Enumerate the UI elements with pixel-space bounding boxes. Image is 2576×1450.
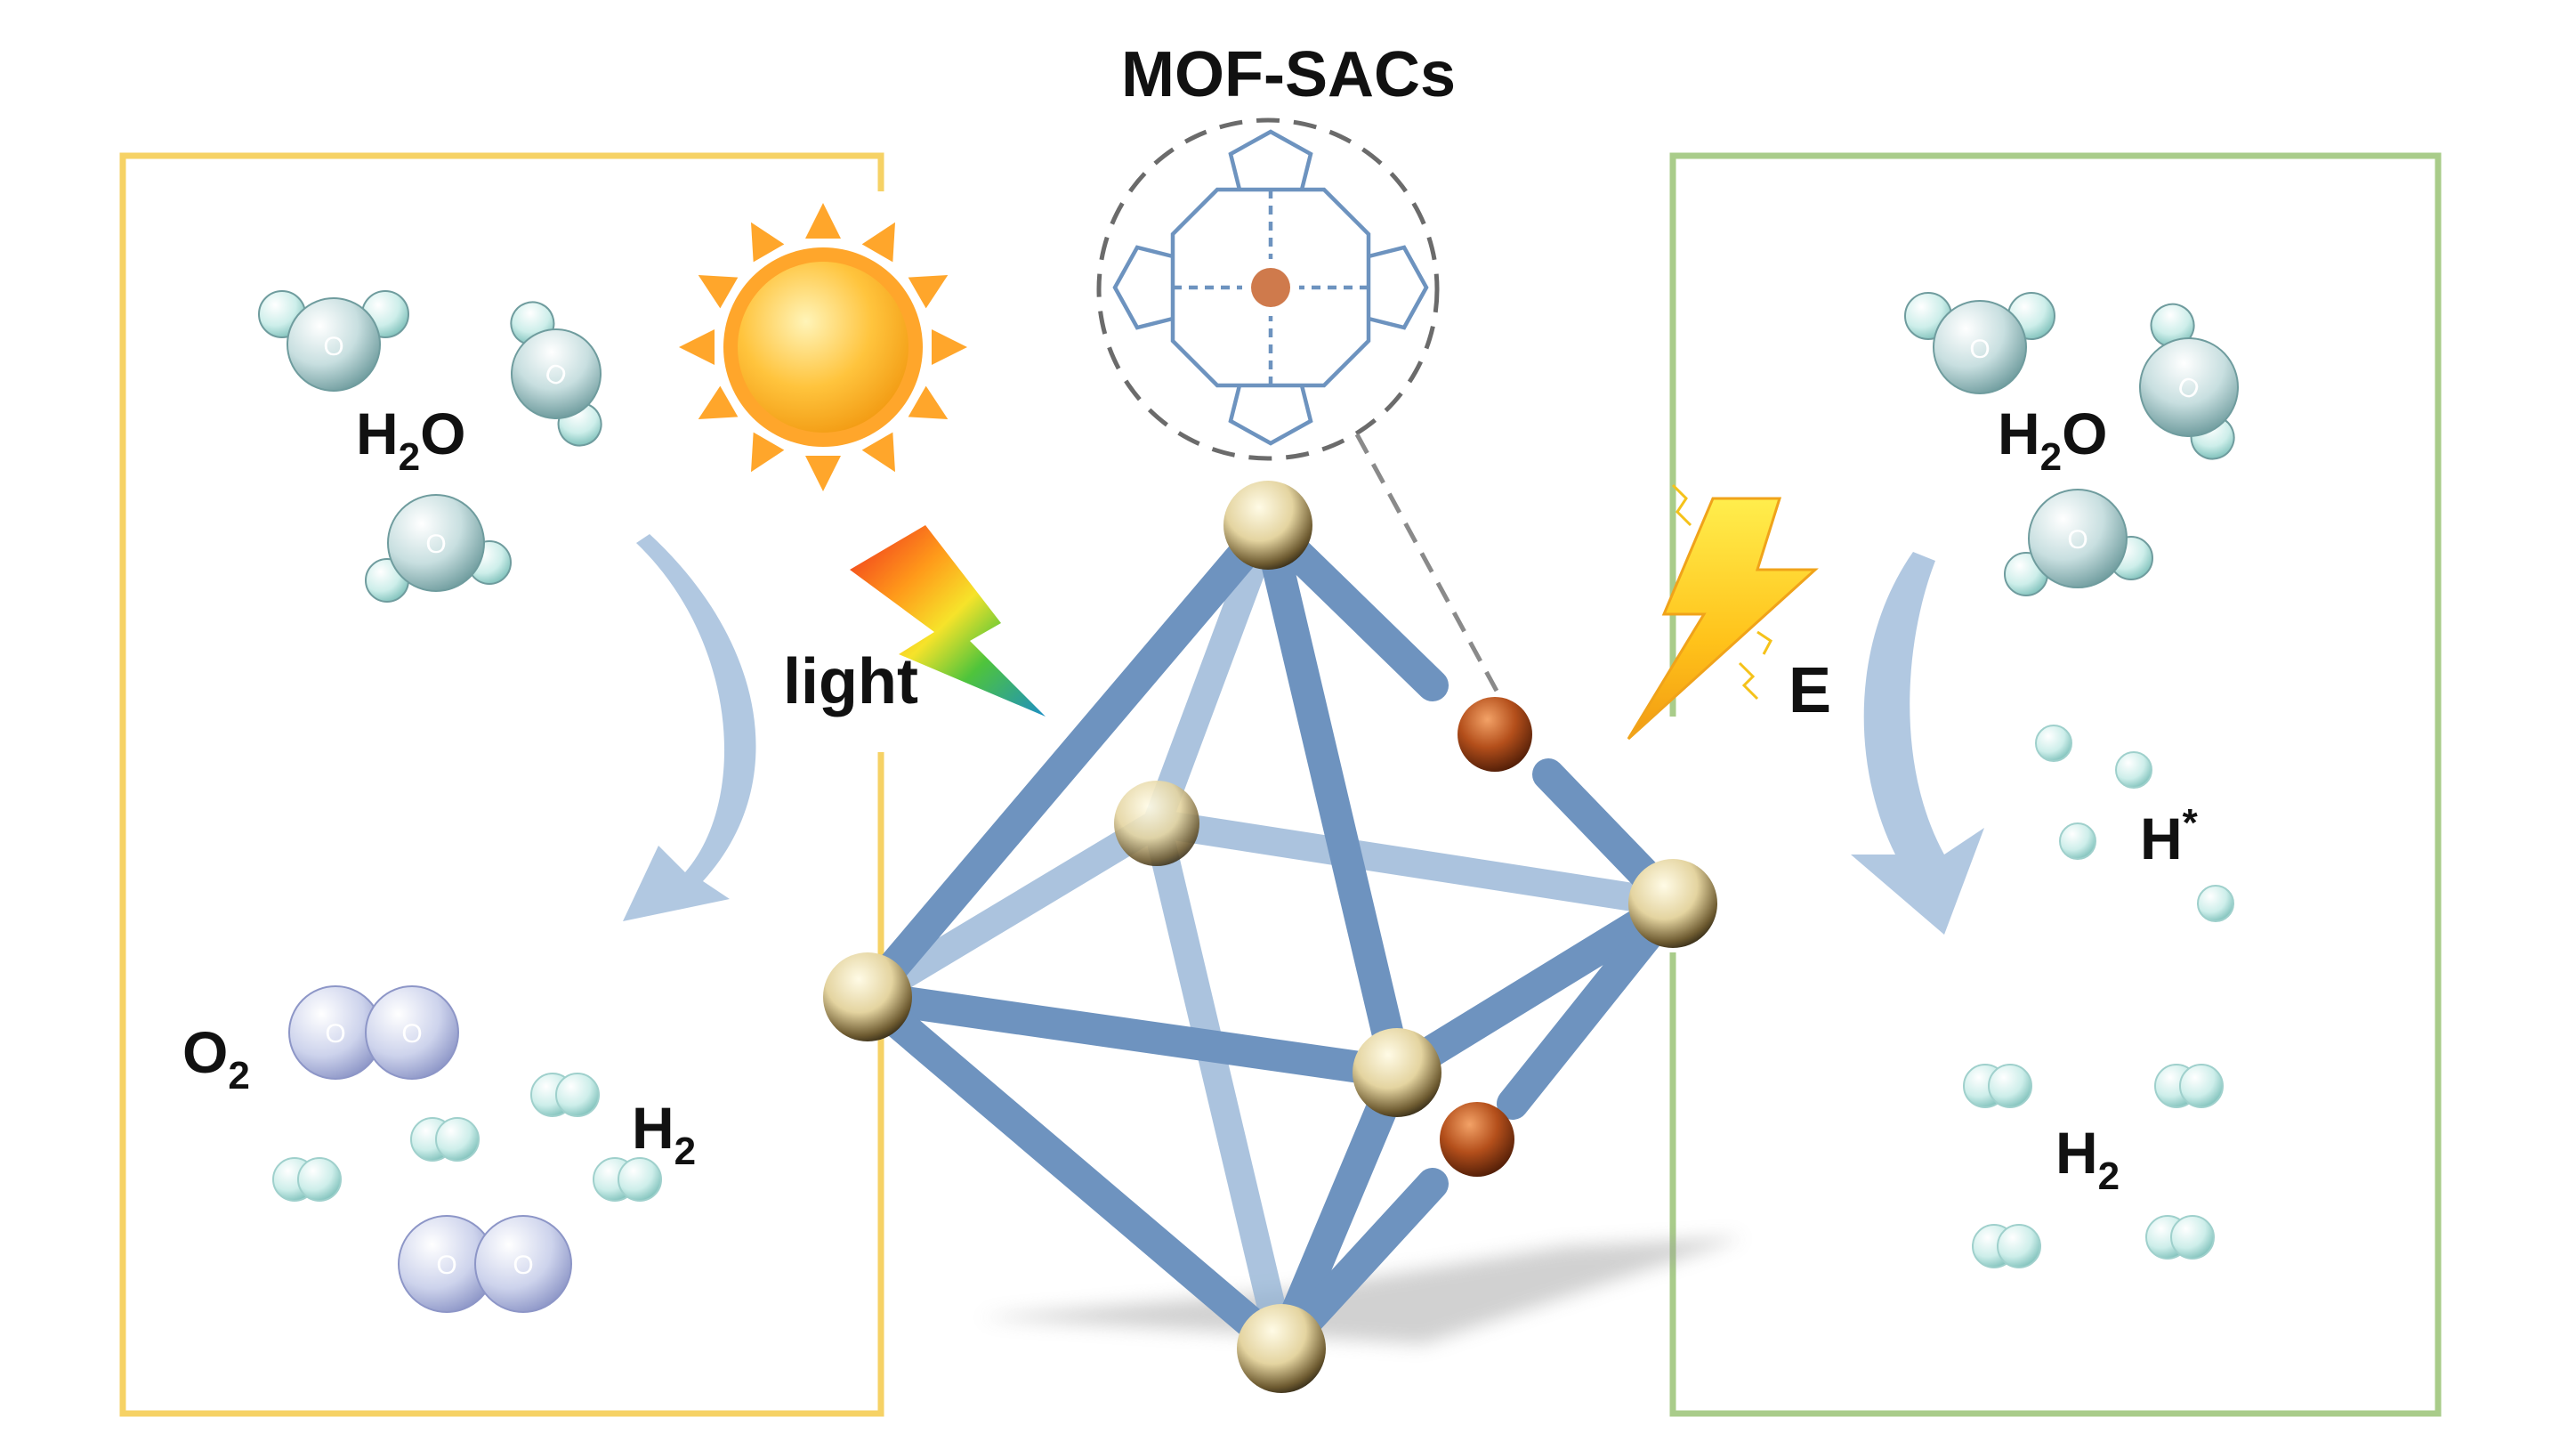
mof-octahedron — [823, 481, 1744, 1393]
electric-label: E — [1789, 655, 1831, 726]
hydrogen-molecule — [272, 1157, 342, 1202]
hydrogen-molecule — [2145, 1215, 2215, 1260]
rainbow-lightning-icon — [850, 525, 1046, 717]
atom-o-letter: O — [425, 530, 446, 559]
right-water-label: H2O — [1998, 401, 2108, 479]
water-molecule: O — [365, 494, 512, 603]
hydrogen-molecule — [410, 1117, 480, 1162]
hydrogen-molecule — [593, 1157, 662, 1202]
single-atom-site-zoom — [1096, 117, 1511, 714]
atom-o-letter: O — [513, 1251, 533, 1280]
hydrogen-molecule — [530, 1073, 600, 1117]
atom-o-letter: O — [323, 332, 343, 361]
oxygen-molecule: O O — [288, 985, 459, 1080]
left-water-label: H2O — [356, 401, 466, 479]
atom-o-letter: O — [325, 1019, 345, 1049]
hydrogen-atom — [2035, 725, 2072, 762]
oxygen-label: O2 — [182, 1019, 250, 1098]
right-hydrogen-label: H2 — [2055, 1120, 2120, 1198]
hydrogen-molecule — [2154, 1064, 2224, 1108]
left-hydrogen-label: H2 — [632, 1095, 696, 1173]
water-molecule: O — [2139, 303, 2239, 460]
adsorbed-hydrogen-label: H* — [2140, 801, 2199, 871]
hydrogen-molecule — [1972, 1224, 2041, 1268]
light-label: light — [783, 646, 918, 717]
sun-icon — [679, 203, 967, 491]
atom-o-letter: O — [436, 1251, 456, 1280]
title: MOF-SACs — [1121, 39, 1456, 110]
metal-node — [1223, 481, 1312, 570]
lightning-bolt-icon — [1627, 483, 1819, 741]
hydrogen-atom — [2197, 885, 2234, 922]
hydrogen-atom — [2059, 822, 2096, 860]
left-panel: O O O H2O O2 O O — [119, 152, 884, 1417]
atom-o-letter: O — [1969, 335, 1990, 364]
metal-node — [1353, 1028, 1441, 1117]
metal-node — [823, 952, 912, 1041]
metal-node — [1628, 859, 1717, 948]
single-atom-site — [1458, 697, 1532, 772]
atom-o-letter: O — [401, 1019, 422, 1049]
left-panel-border — [119, 152, 884, 1417]
porphyrin-icon — [1112, 129, 1429, 446]
oxygen-molecule: O O — [398, 1215, 572, 1313]
water-molecule: O — [258, 290, 409, 392]
atom-o-letter: O — [2067, 525, 2087, 555]
octahedron-shadow — [979, 1237, 1744, 1344]
metal-node — [1237, 1304, 1326, 1393]
water-molecule: O — [1904, 292, 2055, 394]
reaction-arrow-icon — [1851, 552, 1984, 935]
metal-node — [1114, 781, 1199, 866]
water-molecule: O — [510, 301, 602, 447]
hydrogen-atom — [2115, 751, 2152, 789]
hydrogen-molecule — [1963, 1064, 2032, 1108]
right-panel: O O O H2O H* H2 — [1669, 152, 2442, 1417]
single-atom-site — [1440, 1102, 1514, 1177]
right-panel-border — [1669, 152, 2442, 1417]
water-molecule: O — [2004, 489, 2153, 596]
reaction-arrow-icon — [623, 534, 756, 921]
